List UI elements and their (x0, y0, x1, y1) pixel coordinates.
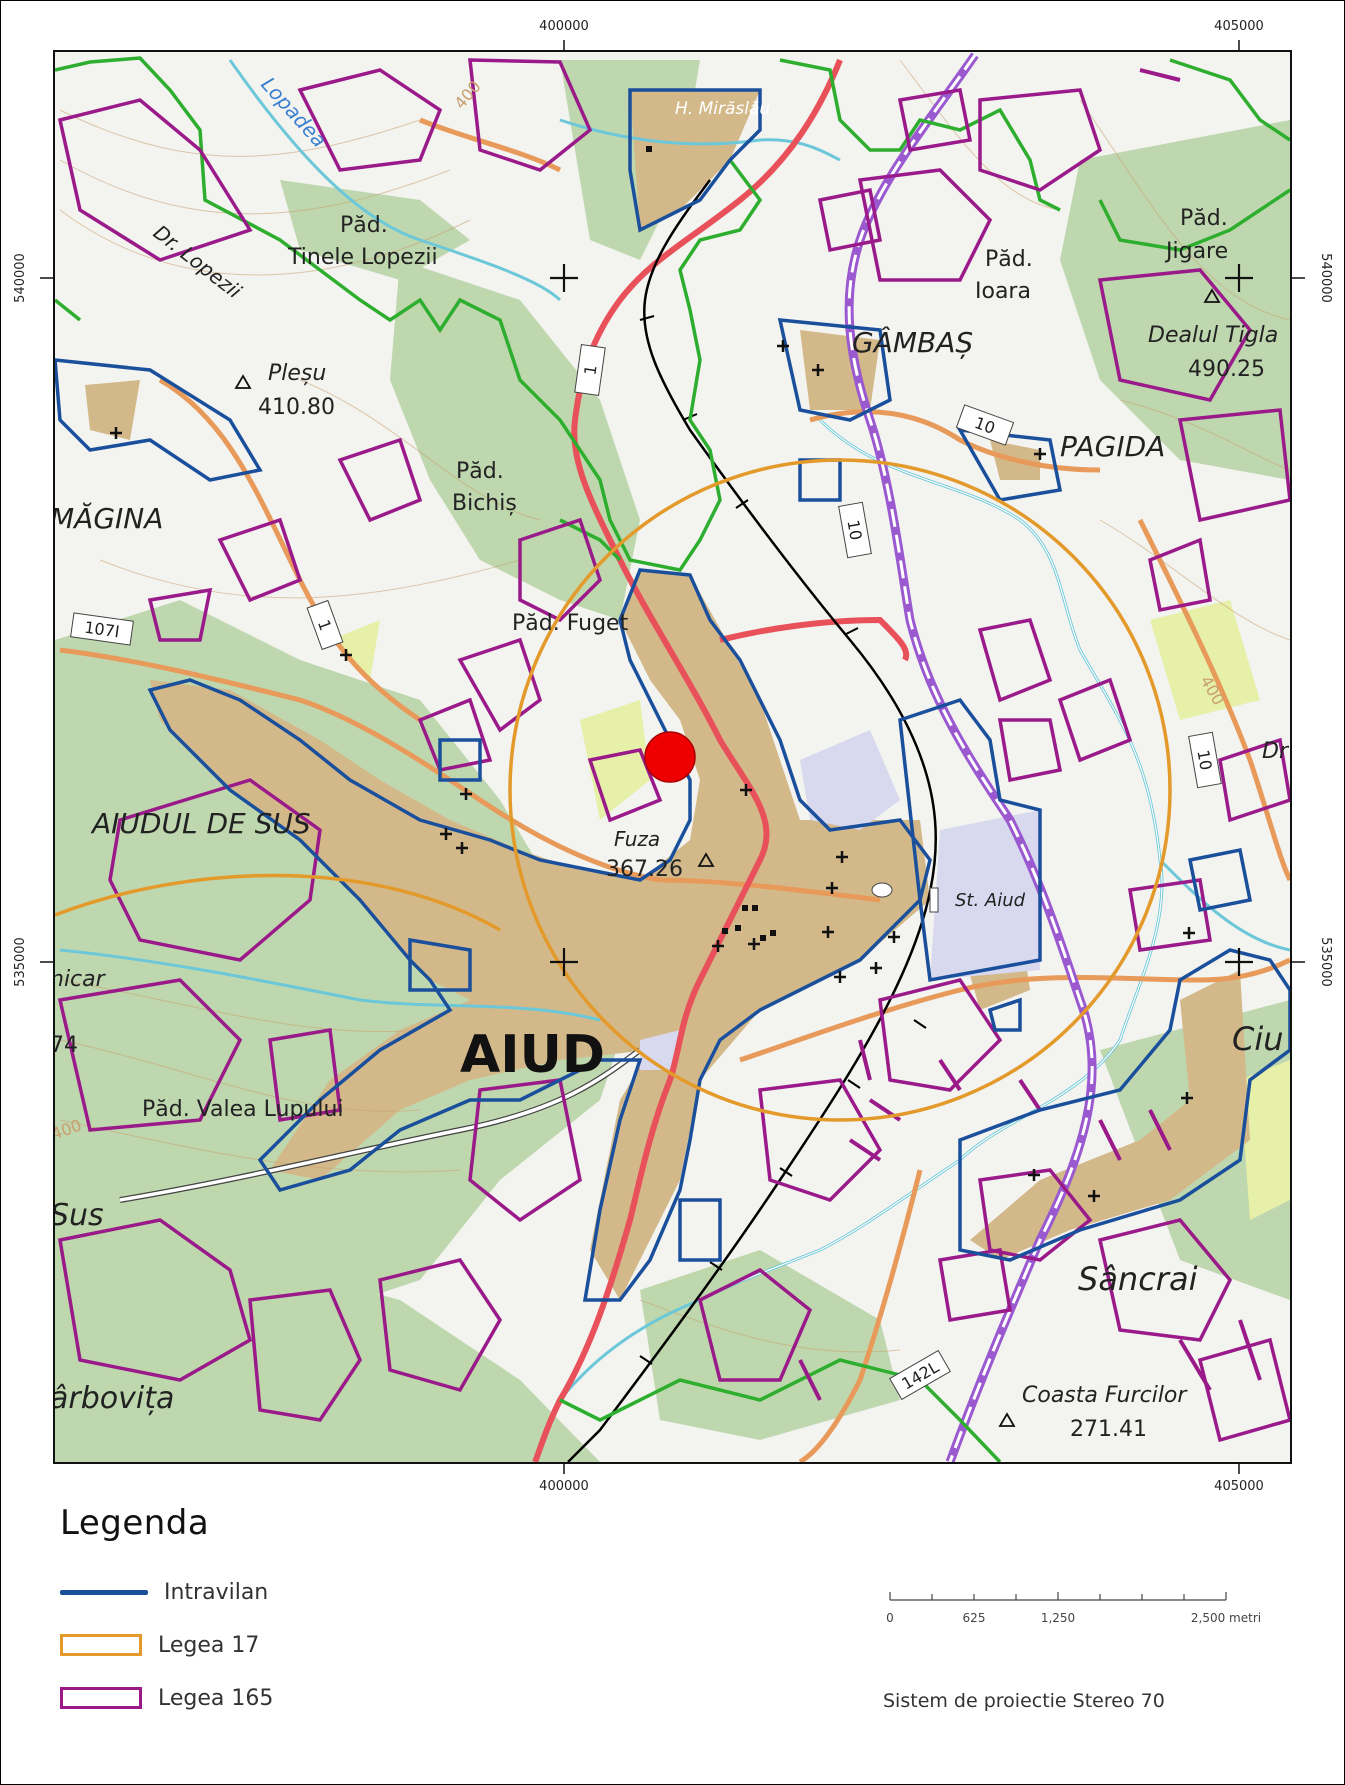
label-pad-fuget: Păd. Fuget (512, 611, 629, 636)
label-sancrai: Sâncrai (1078, 1260, 1198, 1298)
shield-r1: 1 (580, 364, 600, 377)
elevation-icons (234, 288, 1221, 1427)
label-plesu-alt: 410.80 (258, 395, 335, 420)
label-sus: Sus (50, 1198, 104, 1233)
grid-label-right-535000: 535000 (1318, 937, 1333, 987)
legea17-circle (508, 458, 1172, 1122)
legea165-dashes (798, 68, 1262, 1401)
label-garbovita: ârbovița (50, 1381, 174, 1416)
orchard-areas (330, 600, 1290, 1220)
label-pad-ioara-2: Ioara (975, 279, 1031, 304)
location-marker[interactable] (644, 731, 696, 783)
railway (567, 179, 937, 1462)
shield-r107i: 107I (83, 618, 121, 642)
legea165-boundaries (57, 58, 1290, 1443)
railway-ticks (639, 315, 927, 1365)
legend-item-legea165: Legea 165 (60, 1683, 273, 1713)
national-road (532, 58, 910, 1462)
scale-tick-1250: 1,250 (1041, 1611, 1075, 1625)
label-coasta-furcilor-alt: 271.41 (1070, 1417, 1147, 1442)
label-pad-valea-lupului: Păd. Valea Lupului (142, 1097, 344, 1122)
scale-tick-2500: 2,500 metri (1191, 1611, 1261, 1625)
scale-tick-625: 625 (963, 1611, 986, 1625)
label-dr-right: Dr (1262, 739, 1290, 764)
label-dealul-tigla-alt: 490.25 (1188, 357, 1265, 382)
grid-crosses (550, 264, 1253, 976)
label-pad-tinele-2: Tinele Lopezii (287, 245, 438, 270)
building-dots (646, 146, 776, 941)
label-coasta-furcilor: Coasta Furcilor (1022, 1383, 1188, 1408)
label-pad-tinele-1: Păd. (340, 213, 388, 238)
label-nicar-alt: 74 (50, 1033, 78, 1058)
label-pad-bichis-1: Păd. (456, 459, 504, 484)
legend-item-legea17: Legea 17 (60, 1630, 259, 1660)
legend-label-legea17: Legea 17 (158, 1632, 260, 1658)
grid-label-bottom-400000: 400000 (539, 1479, 589, 1490)
station-building (929, 887, 939, 913)
label-pagida: PAGIDA (1060, 430, 1165, 463)
grid-label-bottom-405000: 405000 (1214, 1479, 1264, 1490)
label-magina: MĂGINA (50, 501, 163, 535)
label-pad-ioara-1: Păd. (985, 247, 1033, 272)
legea165-swatch (60, 1687, 142, 1709)
label-ciu: Ciu (1232, 1020, 1284, 1058)
legend-title: Legenda (60, 1503, 210, 1543)
frame-ticks (40, 40, 1305, 1474)
label-aiudul-de-sus: AIUDUL DE SUS (90, 807, 311, 840)
label-st-aiud: St. Aiud (955, 890, 1026, 911)
label-plesu: Pleșu (268, 361, 326, 386)
church-icons (110, 340, 1195, 1202)
label-h-miraslau: H. Mirăslău (675, 99, 770, 119)
label-pad-jigare-1: Păd. (1180, 206, 1228, 231)
label-nicar: nicar (50, 967, 107, 992)
secondary-road (119, 1047, 642, 1203)
label-pad-bichis-2: Bichiș (452, 491, 517, 516)
shield-r10c: 10 (1193, 748, 1215, 771)
legend-label-intravilan: Intravilan (164, 1579, 269, 1605)
grid-label-left-535000: 535000 (13, 937, 28, 987)
map[interactable]: 1 10 10 10 107I 1 142L (0, 0, 1345, 1490)
grid-label-right-540000: 540000 (1318, 253, 1333, 303)
legea17-arc (55, 873, 501, 932)
highway (844, 52, 1097, 1462)
forest-boundaries (55, 56, 1290, 1462)
grid-label-top-400000: 400000 (539, 19, 589, 34)
intravilan-swatch (60, 1589, 148, 1595)
label-aiud: AIUD (460, 1025, 605, 1085)
label-pad-jigare-2: Jigare (1164, 239, 1228, 264)
scale-tick-0: 0 (886, 1611, 894, 1625)
legea17-swatch (60, 1634, 142, 1656)
legend-label-legea165: Legea 165 (158, 1685, 274, 1711)
label-fuza-alt: 367.26 (606, 857, 683, 882)
grid-label-top-405000: 405000 (1214, 19, 1264, 34)
scale-bar: 0 625 1,250 2,500 metri (886, 1592, 1261, 1625)
pond (871, 882, 893, 898)
label-dealul-tigla: Dealul Tigla (1148, 323, 1278, 348)
legend-item-intravilan: Intravilan (60, 1577, 268, 1607)
label-gambas: GÂMBAȘ (852, 325, 973, 359)
road-shields: 1 10 10 10 107I 1 142L (70, 343, 1222, 1401)
label-fuza: Fuza (614, 827, 660, 851)
shield-r10b: 10 (843, 518, 865, 541)
grid-label-left-540000: 540000 (13, 253, 28, 303)
projection-label: Sistem de proiectie Stereo 70 (883, 1690, 1165, 1712)
industrial-areas (640, 730, 1040, 1070)
